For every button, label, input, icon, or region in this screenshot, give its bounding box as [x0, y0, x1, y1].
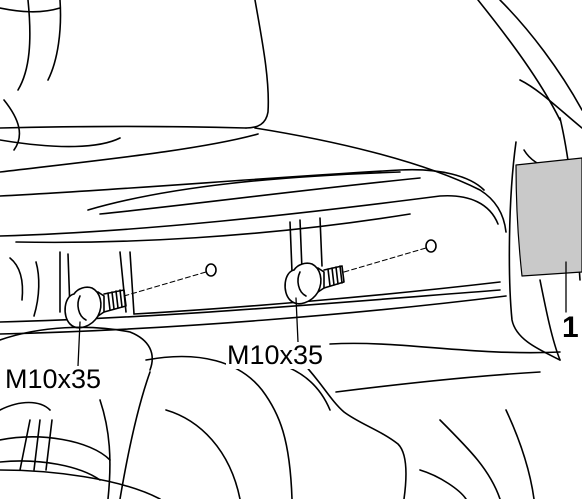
lower-body-contours [0, 326, 561, 499]
bolt-left [64, 271, 207, 329]
bolt-right [284, 247, 427, 305]
leader-line-left [77, 321, 81, 367]
upper-body-panel [0, 0, 270, 151]
part-number-label: 1 [562, 311, 579, 344]
leader-line-right [295, 297, 299, 343]
bolt-size-label-right: M10x35 [226, 340, 325, 370]
sill-ledge [0, 127, 507, 244]
part-1-panel [515, 157, 582, 277]
bolt-size-label-left: M10x35 [4, 364, 103, 394]
mounting-bracket [0, 217, 507, 335]
